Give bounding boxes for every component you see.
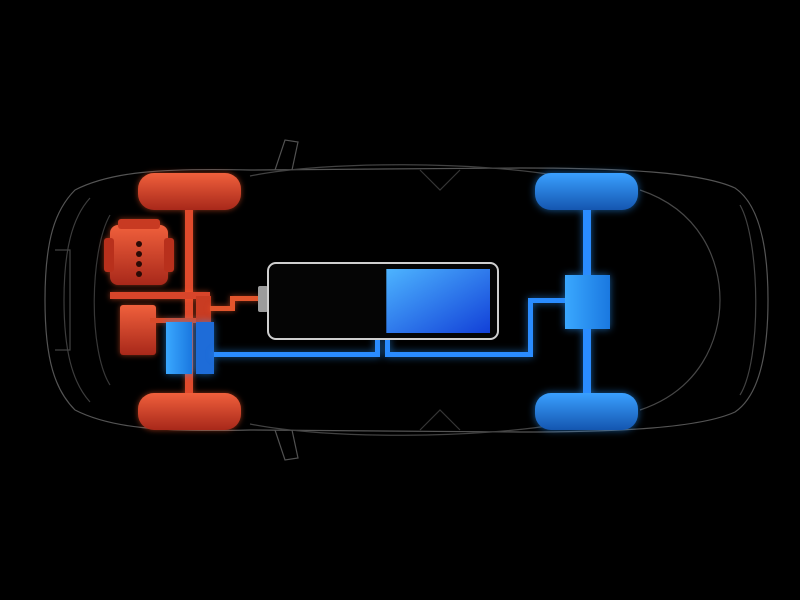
battery-charge-level: [386, 269, 490, 333]
battery-terminal: [258, 286, 268, 312]
engine-head: [118, 219, 160, 229]
car-roofline-top: [249, 164, 561, 177]
front-wheel-bottom: [138, 393, 241, 430]
engine-generator: [120, 305, 156, 355]
door-line-bottom: [419, 409, 461, 431]
door-line-top: [419, 169, 461, 191]
engine-output-shaft: [150, 318, 210, 323]
rear-motor-line: [385, 352, 533, 357]
engine-assembly: [104, 219, 211, 355]
engine-power-line: [210, 296, 260, 311]
front-motor-assembly: [166, 322, 214, 374]
rear-axle-assembly: [535, 173, 638, 430]
front-motor-right: [196, 322, 214, 374]
battery: [258, 262, 499, 340]
battery-tap-left: [375, 337, 380, 357]
car-body-outline: [44, 167, 769, 433]
engine-gear-housing: [196, 296, 211, 326]
electric-power-lines: [214, 298, 568, 357]
rear-motor-line-vertical: [528, 298, 533, 357]
side-mirror-bottom: [274, 429, 299, 461]
engine-crossbar: [110, 292, 210, 299]
engine-right-ridge: [164, 238, 174, 272]
rear-motor: [565, 275, 610, 329]
car-windshield: [639, 189, 721, 411]
rear-bumper: [55, 249, 71, 351]
engine-cylinders: [136, 241, 142, 277]
side-mirror-top: [274, 139, 299, 171]
battery-tap-right: [385, 337, 390, 357]
front-wheel-top: [138, 173, 241, 210]
car-body-inner-outline: [63, 197, 91, 403]
car-rear-window: [93, 214, 111, 386]
front-motor: [166, 322, 192, 374]
front-bumper-detail: [739, 204, 757, 396]
front-axle-assembly: [138, 173, 241, 430]
car-body: [44, 139, 769, 461]
car-roofline-bottom: [249, 423, 561, 436]
front-axle: [185, 200, 193, 400]
rear-wheel-bottom: [535, 393, 638, 430]
engine-left-ridge: [104, 238, 114, 272]
rear-motor-line-top: [528, 298, 568, 303]
rear-wheel-top: [535, 173, 638, 210]
front-motor-line: [214, 352, 380, 357]
